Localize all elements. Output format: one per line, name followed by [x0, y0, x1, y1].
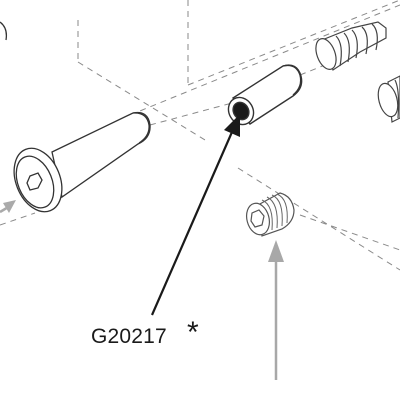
dashed-line	[77, 61, 206, 141]
arrowhead-icon	[3, 200, 16, 213]
dashed-line	[0, 212, 36, 226]
edge-fragment	[0, 21, 8, 41]
set-screw	[245, 192, 295, 237]
hex-socket-icon	[250, 209, 265, 228]
screw-tip	[132, 112, 150, 144]
asterisk-marker: *	[187, 316, 199, 349]
dashed-line	[237, 167, 400, 271]
spacer-bore	[232, 101, 250, 121]
arrowhead-icon	[224, 114, 240, 137]
dashed-guide-lines	[0, 0, 400, 271]
gray-arrow-screw	[0, 200, 16, 214]
screw-shank	[51, 111, 151, 199]
screw-head-rim	[15, 155, 55, 209]
hex-socket-icon	[26, 172, 43, 191]
gray-arrow-setscrew	[268, 240, 284, 380]
part-number-label: G20217	[91, 325, 167, 348]
arrowhead-icon	[268, 240, 284, 262]
dashed-line	[299, 64, 326, 76]
dashed-line	[129, 4, 400, 116]
threaded-fitting-right	[377, 75, 400, 123]
leader-arrow-spacer	[150, 114, 240, 316]
dashed-line	[187, 0, 400, 86]
threaded-fitting-top	[315, 21, 387, 71]
countersunk-screw	[13, 111, 151, 213]
cylindrical-spacer	[227, 64, 303, 126]
dashed-line	[299, 214, 400, 251]
leader-line	[150, 131, 234, 316]
spacer-far-end	[282, 64, 302, 96]
dashed-line	[149, 102, 233, 126]
